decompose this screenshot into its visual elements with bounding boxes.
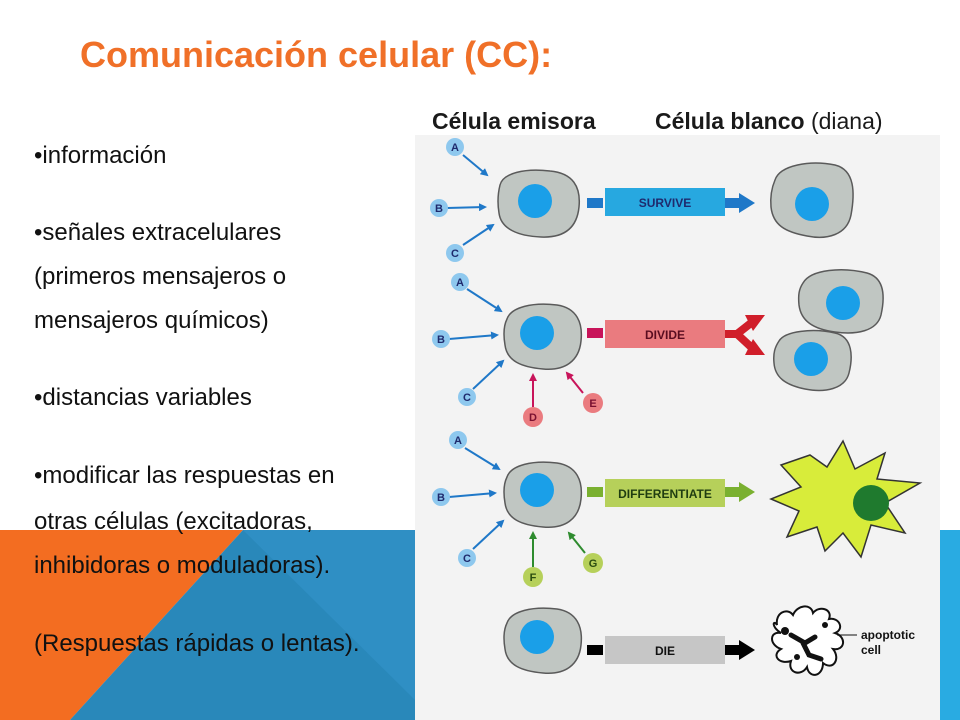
- nucleus: [826, 286, 860, 320]
- note-respuestas: (Respuestas rápidas o lentas).: [34, 630, 360, 657]
- blue-shade-shape: [70, 530, 415, 720]
- nucleus: [518, 184, 552, 218]
- die-label: DIE: [655, 644, 675, 658]
- die-response-box: [605, 636, 725, 664]
- signal-f-label: F: [530, 572, 537, 584]
- signal-f: [523, 567, 543, 587]
- signal-b-label: B: [435, 203, 443, 215]
- target-header: Célula blanco (diana): [655, 108, 883, 135]
- signal-b: [430, 199, 448, 217]
- right-blue-strip: [940, 530, 960, 720]
- signal-g-label: G: [589, 558, 598, 570]
- signal-a-label: A: [454, 435, 462, 447]
- differentiate-response-box: [605, 479, 725, 507]
- signal-c: [458, 549, 476, 567]
- row-differentiate: A B C F G DIFFERENTIATE: [432, 431, 923, 587]
- signal-e: [583, 393, 603, 413]
- bullet-modificar-line2: otras células (excitadoras,: [34, 508, 313, 535]
- arrow-head: [745, 339, 765, 355]
- bullet-informacion: •información: [34, 142, 167, 169]
- nucleus: [853, 485, 889, 521]
- response-arrow-tail: [587, 487, 603, 497]
- signal-d: [523, 407, 543, 427]
- apoptotic-label-cell: cell: [861, 643, 881, 657]
- slide-title: Comunicación celular (CC):: [80, 34, 553, 75]
- signal-b: [432, 330, 450, 348]
- signal-a: [451, 273, 469, 291]
- signal-c-label: C: [451, 248, 459, 260]
- differentiated-cell: [769, 439, 923, 559]
- arrow-head: [745, 315, 765, 331]
- differentiate-label: DIFFERENTIATE: [618, 487, 712, 501]
- arrow-head: [739, 640, 755, 660]
- target-header-bold: Célula blanco: [655, 108, 805, 134]
- signal-c: [446, 244, 464, 262]
- apoptotic-label: apoptotic: [861, 628, 915, 642]
- orange-shape: [0, 530, 243, 720]
- sender-header-text: Célula emisora: [432, 108, 596, 134]
- signal-a-label: A: [456, 277, 464, 289]
- response-arrow-tail: [587, 328, 603, 338]
- row-die: DIE apoptotic cell: [503, 605, 915, 676]
- sender-header: Célula emisora: [432, 108, 596, 135]
- signal-d-label: D: [529, 412, 537, 424]
- target-header-normal: (diana): [810, 108, 883, 134]
- signal-b-label: B: [437, 492, 445, 504]
- cell-signaling-diagram: A B C SURVIVE A B C D E DIVIDE: [415, 135, 940, 720]
- bullet-distancias: •distancias variables: [34, 384, 252, 411]
- bullet-modificar-line3: inhibidoras o moduladoras).: [34, 552, 331, 579]
- signal-c-label: C: [463, 553, 471, 565]
- signal-a: [449, 431, 467, 449]
- signal-c: [458, 388, 476, 406]
- arrow-head: [739, 193, 755, 213]
- divide-response-box: [605, 320, 725, 348]
- row-survive: A B C SURVIVE: [430, 138, 854, 262]
- bullet-senales: •señales extracelulares: [34, 219, 282, 246]
- bullet-senales-line3: mensajeros químicos): [34, 307, 269, 334]
- bullet-senales-line2: (primeros mensajeros o: [34, 263, 287, 290]
- nucleus: [794, 342, 828, 376]
- signal-g: [583, 553, 603, 573]
- survive-label: SURVIVE: [639, 196, 691, 210]
- row-divide: A B C D E DIVIDE: [432, 269, 884, 427]
- nucleus: [520, 316, 554, 350]
- response-arrow-tail: [587, 645, 603, 655]
- signal-e-label: E: [589, 398, 596, 410]
- signal-a: [446, 138, 464, 156]
- arrow-head: [739, 482, 755, 502]
- signal-b: [432, 488, 450, 506]
- nucleus: [795, 187, 829, 221]
- divide-label: DIVIDE: [645, 328, 685, 342]
- blue-shape: [70, 530, 415, 720]
- fragmented-nucleus: [788, 632, 824, 662]
- nucleus: [520, 620, 554, 654]
- signal-b-label: B: [437, 334, 445, 346]
- signal-a-label: A: [451, 142, 459, 154]
- response-arrow-tail: [587, 198, 603, 208]
- bullet-modificar: •modificar las respuestas en: [34, 462, 335, 489]
- signal-c-label: C: [463, 392, 471, 404]
- diagram-background: [415, 135, 940, 720]
- survive-response-box: [605, 188, 725, 216]
- nucleus: [520, 473, 554, 507]
